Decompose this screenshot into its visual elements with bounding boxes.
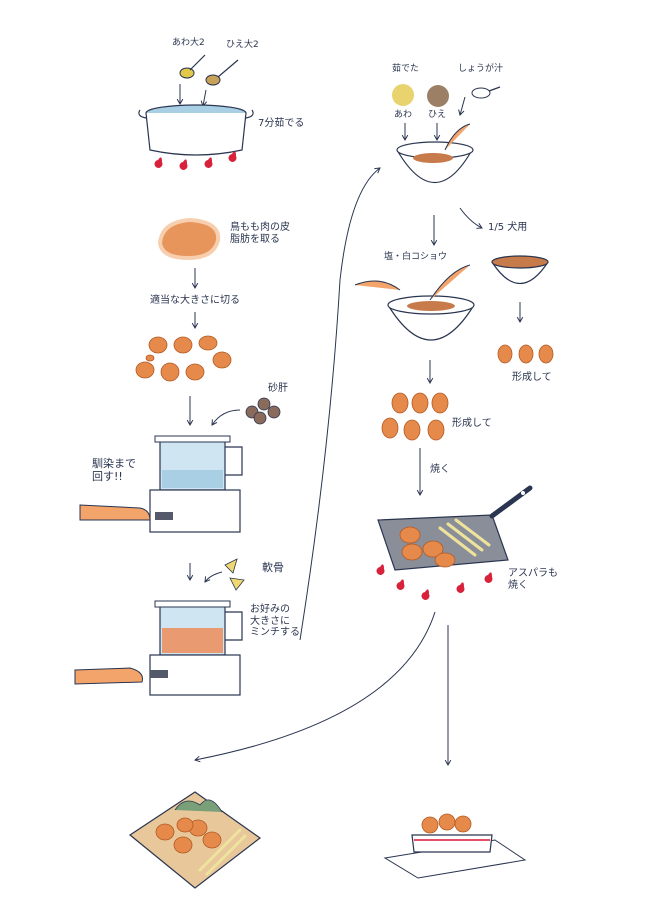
label-barnyard-millet: ひえ大2 <box>226 40 259 50</box>
label-boiled: 茹でた <box>392 64 420 74</box>
label-spin-until-smooth: 馴染まで 回す!! <box>92 457 136 483</box>
meat-pieces <box>135 335 232 382</box>
label-asparagus-grill: アスパラも 焼く <box>508 568 558 591</box>
label-gizzard: 砂肝 <box>268 383 288 394</box>
human-plate <box>128 791 262 889</box>
label-boil-7min: 7分茹でる <box>258 118 305 129</box>
arrow-gizzard-in <box>211 409 241 426</box>
label-hie: ひえ <box>428 110 447 120</box>
label-ginger-juice: しょうが汁 <box>458 64 504 74</box>
label-mince-to-taste: お好みの 大きさに ミンチする <box>250 604 300 638</box>
label-shape-main: 形成して <box>452 418 492 429</box>
gizzard-pieces <box>245 397 281 425</box>
label-cartilage: 軟骨 <box>262 561 284 574</box>
dog-dish <box>383 813 527 879</box>
boiled-hie <box>427 85 449 107</box>
dog-portion-bowl <box>491 255 549 285</box>
boiling-pot <box>138 104 254 156</box>
mixing-bowl-1 <box>396 123 474 184</box>
label-cut-size: 適当な大きさに切る <box>150 295 240 306</box>
label-millet: あわ大2 <box>172 38 205 48</box>
millet-spoon-right <box>205 59 239 86</box>
food-processor-1 <box>149 435 243 533</box>
label-awa: あわ <box>394 110 413 120</box>
label-grill: 焼く <box>430 464 450 475</box>
grill-flames <box>376 564 493 600</box>
arrow-cartilage-in <box>204 571 223 583</box>
label-salt-pepper: 塩・白コショウ <box>384 252 448 262</box>
food-processor-2 <box>149 600 243 696</box>
main-patties <box>381 392 449 441</box>
arrow-to-human-plate <box>194 611 436 763</box>
ginger-spoon <box>471 86 501 99</box>
arrow-processor-to-bowl <box>299 167 381 641</box>
hand-2 <box>74 667 143 685</box>
label-one-fifth-dog: 1/5 犬用 <box>488 222 528 233</box>
stove-flames <box>154 151 237 170</box>
arrow-ginger <box>458 96 466 116</box>
arrow-to-dog-bowl <box>459 207 483 229</box>
mixing-bowl-2 <box>354 264 475 341</box>
dog-patties <box>497 344 554 364</box>
hand-1 <box>79 504 151 521</box>
label-shape-dog: 形成して <box>512 372 552 383</box>
cartilage-pieces <box>224 558 245 591</box>
millet-spoon-left <box>179 54 206 79</box>
grill-pan <box>377 485 533 571</box>
arrow-hie-in <box>200 89 208 107</box>
chicken-thigh <box>157 217 221 261</box>
label-chicken-thigh: 鳥もも肉の皮 脂肪を取る <box>230 222 290 245</box>
boiled-millet <box>392 84 414 106</box>
